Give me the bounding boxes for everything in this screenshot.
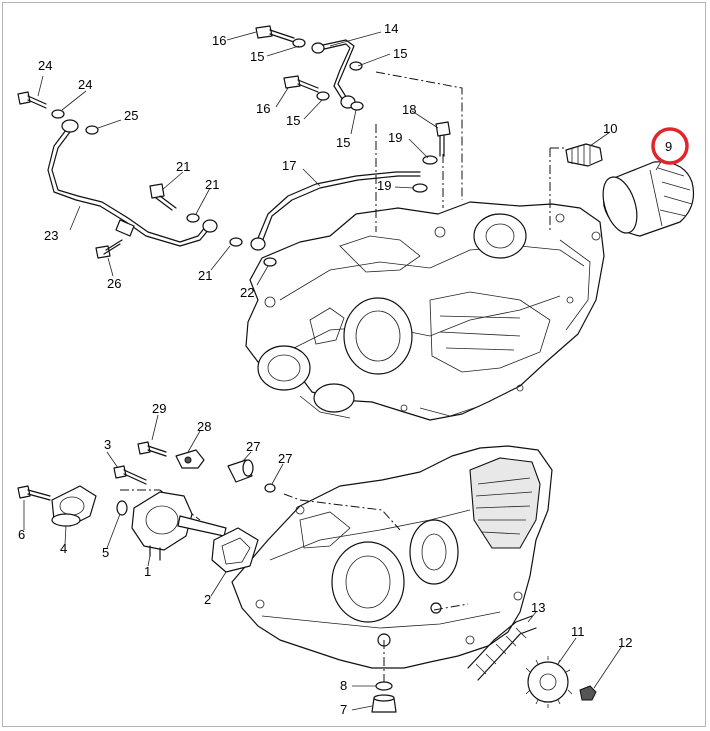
- strainer-4[interactable]: [51, 485, 97, 527]
- callout-15[interactable]: 15: [250, 49, 264, 64]
- gasket-2[interactable]: [211, 527, 259, 573]
- nut-12[interactable]: [579, 685, 597, 701]
- bolt-18[interactable]: [435, 121, 451, 157]
- oil-pump-1[interactable]: [131, 491, 227, 561]
- highlight-circle: [651, 127, 689, 165]
- bolt-25[interactable]: [95, 239, 123, 259]
- callout-10[interactable]: 10: [603, 121, 617, 136]
- callout-15[interactable]: 15: [286, 113, 300, 128]
- callout-24[interactable]: 24: [78, 77, 92, 92]
- oil-pipe-22[interactable]: [47, 119, 218, 247]
- lower-crankcase: [231, 445, 553, 669]
- callout-14[interactable]: 14: [384, 21, 398, 36]
- union-bolt-10[interactable]: [565, 143, 603, 167]
- callout-21[interactable]: 21: [198, 268, 212, 283]
- callout-27[interactable]: 27: [278, 451, 292, 466]
- leader-lines: [23, 31, 663, 711]
- callout-numbers: 16 15 14 15 24 24 16 15 15 18 25 19 10 9…: [18, 21, 672, 717]
- callout-3[interactable]: 3: [104, 437, 111, 452]
- callout-28[interactable]: 28: [197, 419, 211, 434]
- oil-filter[interactable]: [597, 161, 695, 237]
- callout-16[interactable]: 16: [212, 33, 226, 48]
- bolt-16-lower[interactable]: [283, 75, 319, 93]
- bolt-20[interactable]: [149, 183, 177, 211]
- callout-23[interactable]: 24: [38, 58, 52, 73]
- fitting-26[interactable]: [227, 459, 254, 483]
- upper-crankcase: [245, 201, 605, 421]
- washers[interactable]: [51, 38, 438, 516]
- drain-bolt-7[interactable]: [371, 694, 397, 713]
- oil-pipe-17[interactable]: [250, 171, 421, 251]
- chain-13[interactable]: [467, 615, 537, 681]
- callout-20[interactable]: 21: [176, 159, 190, 174]
- callout-17[interactable]: 17: [282, 158, 296, 173]
- washer-8[interactable]: [375, 681, 393, 691]
- callout-4[interactable]: 4: [60, 541, 67, 556]
- callout-18[interactable]: 18: [402, 102, 416, 117]
- callout-1[interactable]: 1: [144, 564, 151, 579]
- fitting-28[interactable]: [175, 449, 205, 469]
- callout-25[interactable]: 26: [107, 276, 121, 291]
- callout-2[interactable]: 2: [204, 592, 211, 607]
- callout-21[interactable]: 21: [205, 177, 219, 192]
- callout-22[interactable]: 23: [44, 228, 58, 243]
- bolt-3[interactable]: [113, 465, 147, 485]
- callout-19[interactable]: 19: [377, 178, 391, 193]
- callout-7[interactable]: 7: [340, 702, 347, 717]
- callout-6[interactable]: 6: [18, 527, 25, 542]
- callout-5[interactable]: 5: [102, 545, 109, 560]
- oil-pipe-14[interactable]: [311, 39, 356, 109]
- bolt-23[interactable]: [17, 91, 47, 109]
- bolt-16-upper[interactable]: [255, 25, 295, 43]
- callout-24[interactable]: 25: [124, 108, 138, 123]
- callout-16[interactable]: 16: [256, 101, 270, 116]
- callout-13[interactable]: 13: [531, 600, 545, 615]
- sprocket-11[interactable]: [525, 656, 573, 708]
- bolt-6[interactable]: [17, 485, 51, 501]
- callout-15[interactable]: 15: [336, 135, 350, 150]
- callout-15[interactable]: 15: [393, 46, 407, 61]
- callout-26[interactable]: 27: [246, 439, 260, 454]
- callout-19[interactable]: 19: [388, 130, 402, 145]
- callout-29[interactable]: 29: [152, 401, 166, 416]
- callout-8[interactable]: 8: [340, 678, 347, 693]
- callout-11[interactable]: 11: [571, 624, 585, 639]
- bolt-29[interactable]: [137, 441, 167, 457]
- callout-9[interactable]: 9: [665, 139, 672, 154]
- callout-21[interactable]: 22: [240, 285, 254, 300]
- callout-12[interactable]: 12: [618, 635, 632, 650]
